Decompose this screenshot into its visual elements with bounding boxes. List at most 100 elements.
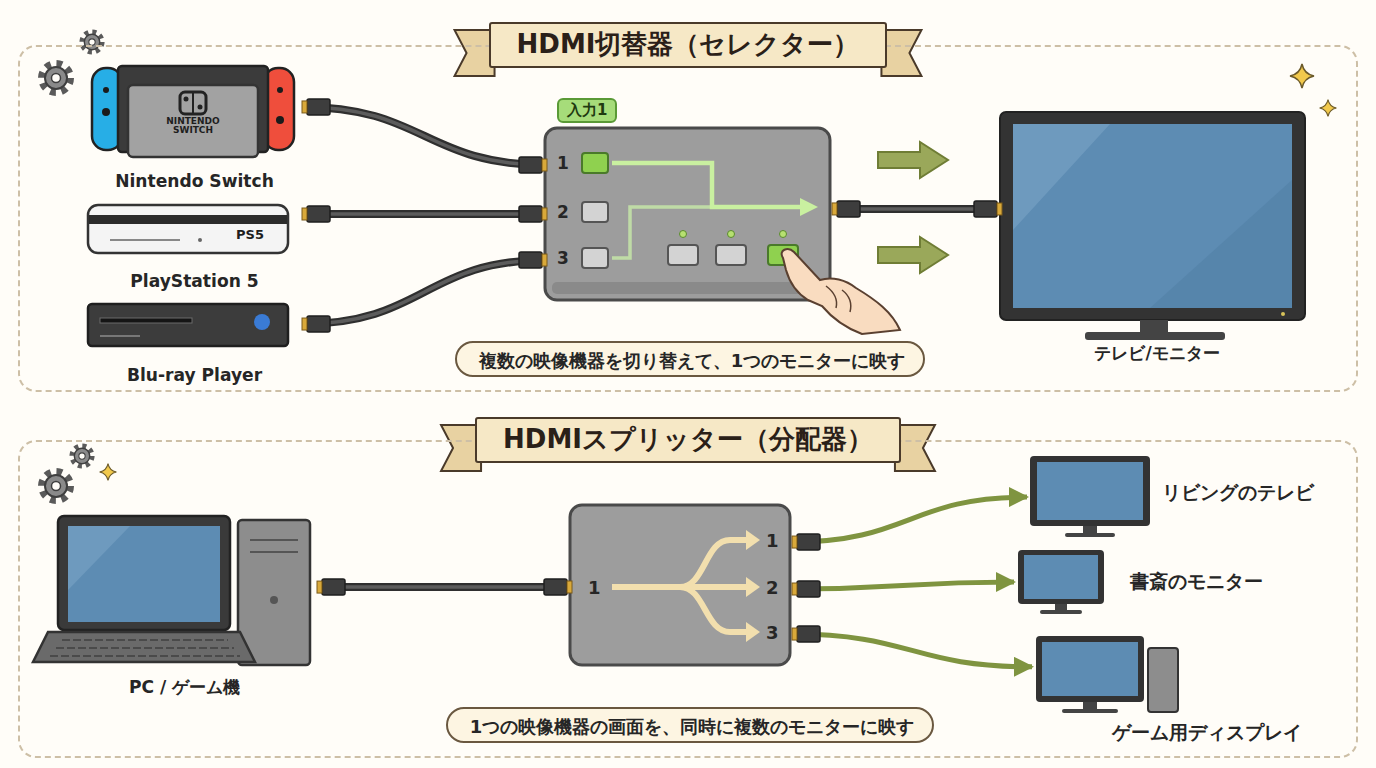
hdmi-plug: [832, 203, 837, 215]
display-node: リビングのテレビ: [1027, 452, 1342, 537]
tv-monitor: [1281, 312, 1285, 316]
output-arrow: [792, 634, 1032, 667]
switch-console: [192, 92, 194, 114]
tv-monitor: [1013, 124, 1292, 308]
monitor-illustration: [1040, 610, 1082, 614]
hdmi-cable: [302, 212, 547, 216]
hdmi-plug: [307, 316, 330, 332]
selector-box: [716, 245, 746, 265]
ps5-console: [110, 239, 180, 241]
splitter-box: [570, 505, 790, 665]
switch-console: [92, 66, 294, 157]
hdmi-plug: [567, 581, 572, 593]
hdmi-connector: [832, 201, 1002, 217]
selector-box: 入力1123: [547, 130, 832, 302]
tv-monitor: [1085, 332, 1225, 340]
monitor-illustration: [1055, 604, 1067, 611]
device-label: テレビ/モニター: [1002, 344, 1312, 364]
selector-box: [668, 245, 698, 265]
pc-illustration: [58, 516, 230, 630]
gear-icon: [72, 446, 92, 466]
selector-box: [680, 231, 687, 238]
splitter-box: [570, 505, 790, 665]
monitor-illustration: [1083, 702, 1097, 710]
hdmi-plug: [307, 206, 330, 222]
port-number: 2: [766, 578, 779, 599]
monitor-illustration: [1036, 636, 1144, 702]
panel-heading: HDMI切替器（セレクター）: [489, 22, 888, 68]
monitor-illustration: [1024, 555, 1098, 599]
hdmi-plug: [519, 206, 542, 222]
pc-illustration: [270, 596, 278, 604]
output-arrow: [792, 582, 1014, 589]
hdmi-plug: [519, 157, 542, 173]
splitter-box: [746, 530, 760, 550]
hdmi-cable: [302, 107, 547, 165]
hdmi-plug: [519, 252, 542, 268]
sparkle-icon: [100, 64, 1337, 480]
hdmi-plug: [307, 99, 330, 115]
selector-box: [780, 231, 787, 238]
logo-text: NINTENDO SWITCH: [158, 117, 228, 136]
caption-text: 複数の映像機器を切り替えて、1つのモニターに映す: [479, 351, 906, 372]
pc-illustration: [33, 516, 310, 665]
switch-console: [103, 87, 109, 93]
port-number: 1: [557, 154, 569, 174]
pc-illustration: [50, 640, 240, 656]
hdmi-plug: [544, 579, 567, 595]
selector-box: [612, 163, 800, 207]
pc-illustration: [33, 632, 255, 662]
hdmi-plug: [302, 318, 307, 330]
gear-icon: [42, 472, 70, 500]
monitor-illustration: [1037, 462, 1143, 520]
cable-outline: [302, 260, 547, 324]
ribbon-tail: [441, 30, 935, 471]
splitter-box: [612, 540, 748, 632]
device-node: PC / ゲーム機: [52, 512, 317, 707]
display-node: 書斎のモニター: [1014, 547, 1304, 617]
port-number: 1: [766, 531, 779, 552]
hdmi-plug: [302, 208, 307, 220]
hdmi-plug: [317, 581, 322, 593]
port-number: 1: [588, 578, 601, 599]
hdmi-connector: [302, 252, 547, 332]
pc-illustration: [250, 539, 298, 541]
hdmi-cable: [302, 260, 547, 324]
switch-console: [102, 108, 110, 116]
caption-text: 1つの映像機器の画面を、同時に複数のモニターに映す: [470, 717, 915, 738]
ps5-console: [89, 215, 287, 224]
hdmi-plug: [792, 583, 797, 595]
switch-console: [128, 85, 258, 157]
hdmi-plug: [997, 203, 1002, 215]
caption-pill: 1つの映像機器の画面を、同時に複数のモニターに映す: [446, 707, 935, 744]
tv-monitor: [1140, 320, 1168, 333]
device-label: Nintendo Switch: [87, 172, 302, 192]
device-label: PC / ゲーム機: [52, 678, 317, 698]
hdmi-plug: [792, 628, 797, 640]
splitter-panel: PC / ゲーム機11231つの映像機器の画面を、同時に複数のモニターに映すリビ…: [18, 440, 1358, 758]
hdmi-connector: [317, 579, 572, 595]
hdmi-plug: [837, 201, 860, 217]
flow-arrow: [878, 142, 948, 178]
ps5-console: [88, 205, 288, 253]
switch-console: [198, 105, 203, 110]
pc-illustration: [250, 551, 298, 553]
gear-icon: [42, 64, 70, 92]
hdmi-connector: [792, 497, 1027, 550]
pointing-hand: [782, 249, 900, 334]
selector-box: [552, 282, 823, 294]
monitor-illustration: [1018, 550, 1104, 604]
caption-pill: 複数の映像機器を切り替えて、1つのモニターに映す: [455, 341, 926, 378]
ps5-console: [198, 238, 202, 242]
hdmi-plug: [302, 101, 307, 113]
monitor-illustration: [1030, 456, 1150, 526]
input-tag: 入力1: [557, 98, 617, 123]
output-arrow: [792, 497, 1027, 542]
monitor-illustration: [1042, 642, 1138, 696]
hdmi-cable: [317, 585, 572, 589]
cable-outline: [302, 107, 547, 165]
display-node: ゲーム用ディスプレイ: [1032, 632, 1342, 752]
device-label: リビングのテレビ: [1162, 482, 1314, 504]
bluray-player: [88, 304, 288, 346]
